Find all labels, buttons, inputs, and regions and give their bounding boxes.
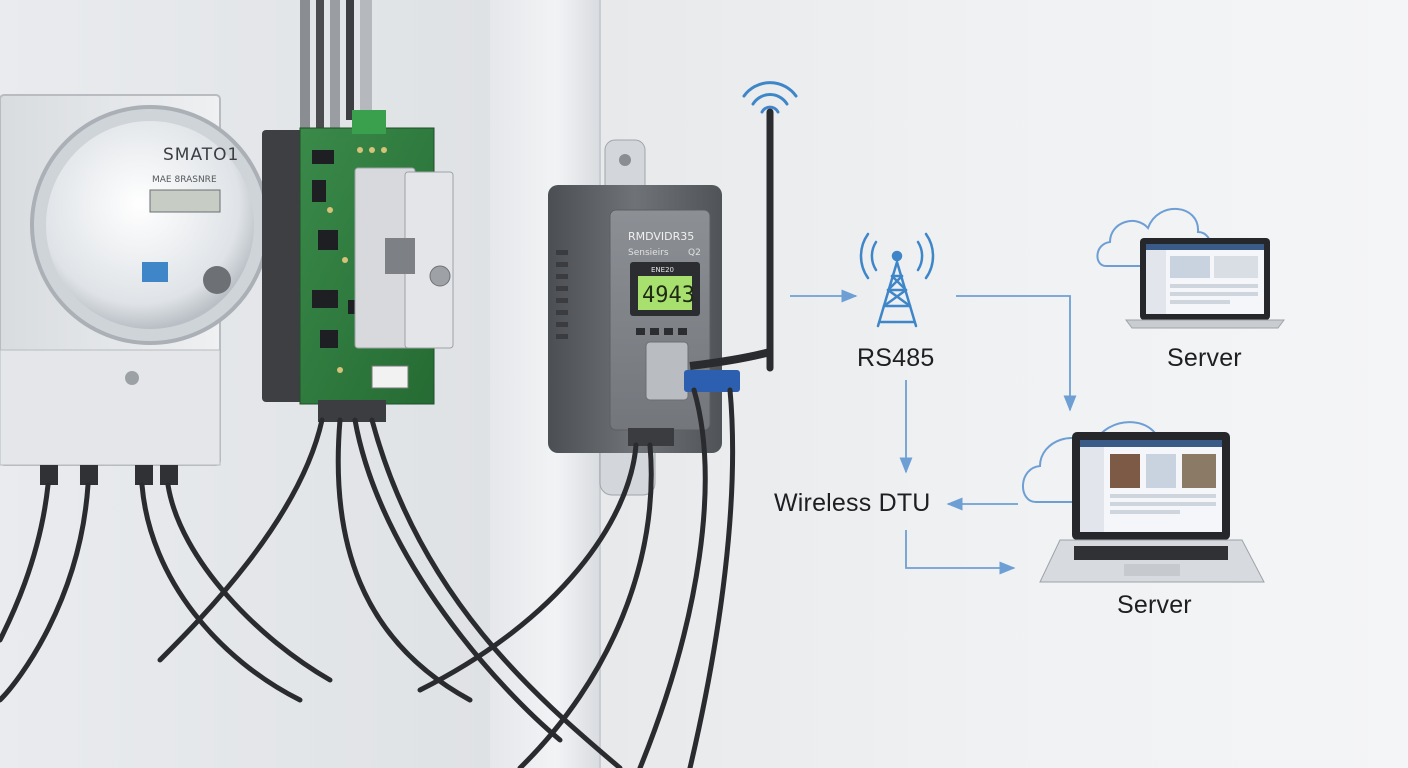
dtu-keypad [636,328,687,335]
label-server-top: Server [1167,344,1242,372]
laptop-bottom-icon [1039,432,1265,583]
meter-seal [125,371,139,385]
laptop-top-icon [1125,238,1285,329]
pcb-cable-clamp [318,400,386,422]
meter-brand: SMATO1 [163,145,239,165]
cell-tower-icon [859,232,935,328]
dtu-lcd-value: 4943 [642,283,695,308]
wifi-signal-icon [742,81,798,114]
dtu-blue-connector [684,370,740,392]
smart-meter: SMATO1 MAE 8RASNRE [0,94,270,485]
controller-pcb [262,110,454,422]
dtu-model: Sensieirs [628,248,669,258]
dtu-rj45-port [645,341,689,401]
label-rs485: RS485 [857,344,935,372]
meter-dome [46,121,254,329]
flow-arrows [790,289,1077,575]
dtu-display-header: ENE20 [651,266,674,274]
dtu-model-tag: Q2 [688,248,701,258]
arrow-rs485-to-server [956,295,1077,412]
label-server-bottom: Server [1117,591,1192,619]
cables [0,387,736,768]
dtu-lcd-screen [638,276,692,310]
wireless-dtu-device: RMDVIDR35 Sensieirs Q2 ENE20 4943 [548,108,774,496]
pcb-knob [429,265,451,287]
meter-lcd [149,189,221,213]
conduit-pipes [300,0,372,130]
meter-dip-switch [142,262,168,282]
pcb-terminal-block [352,110,386,134]
label-wireless-dtu: Wireless DTU [774,489,931,517]
arrow-wireless-dtu-to-server [905,530,1016,575]
meter-button [203,266,231,294]
meter-subtitle: MAE 8RASNRE [152,175,217,185]
dtu-brand: RMDVIDR35 [628,230,694,243]
